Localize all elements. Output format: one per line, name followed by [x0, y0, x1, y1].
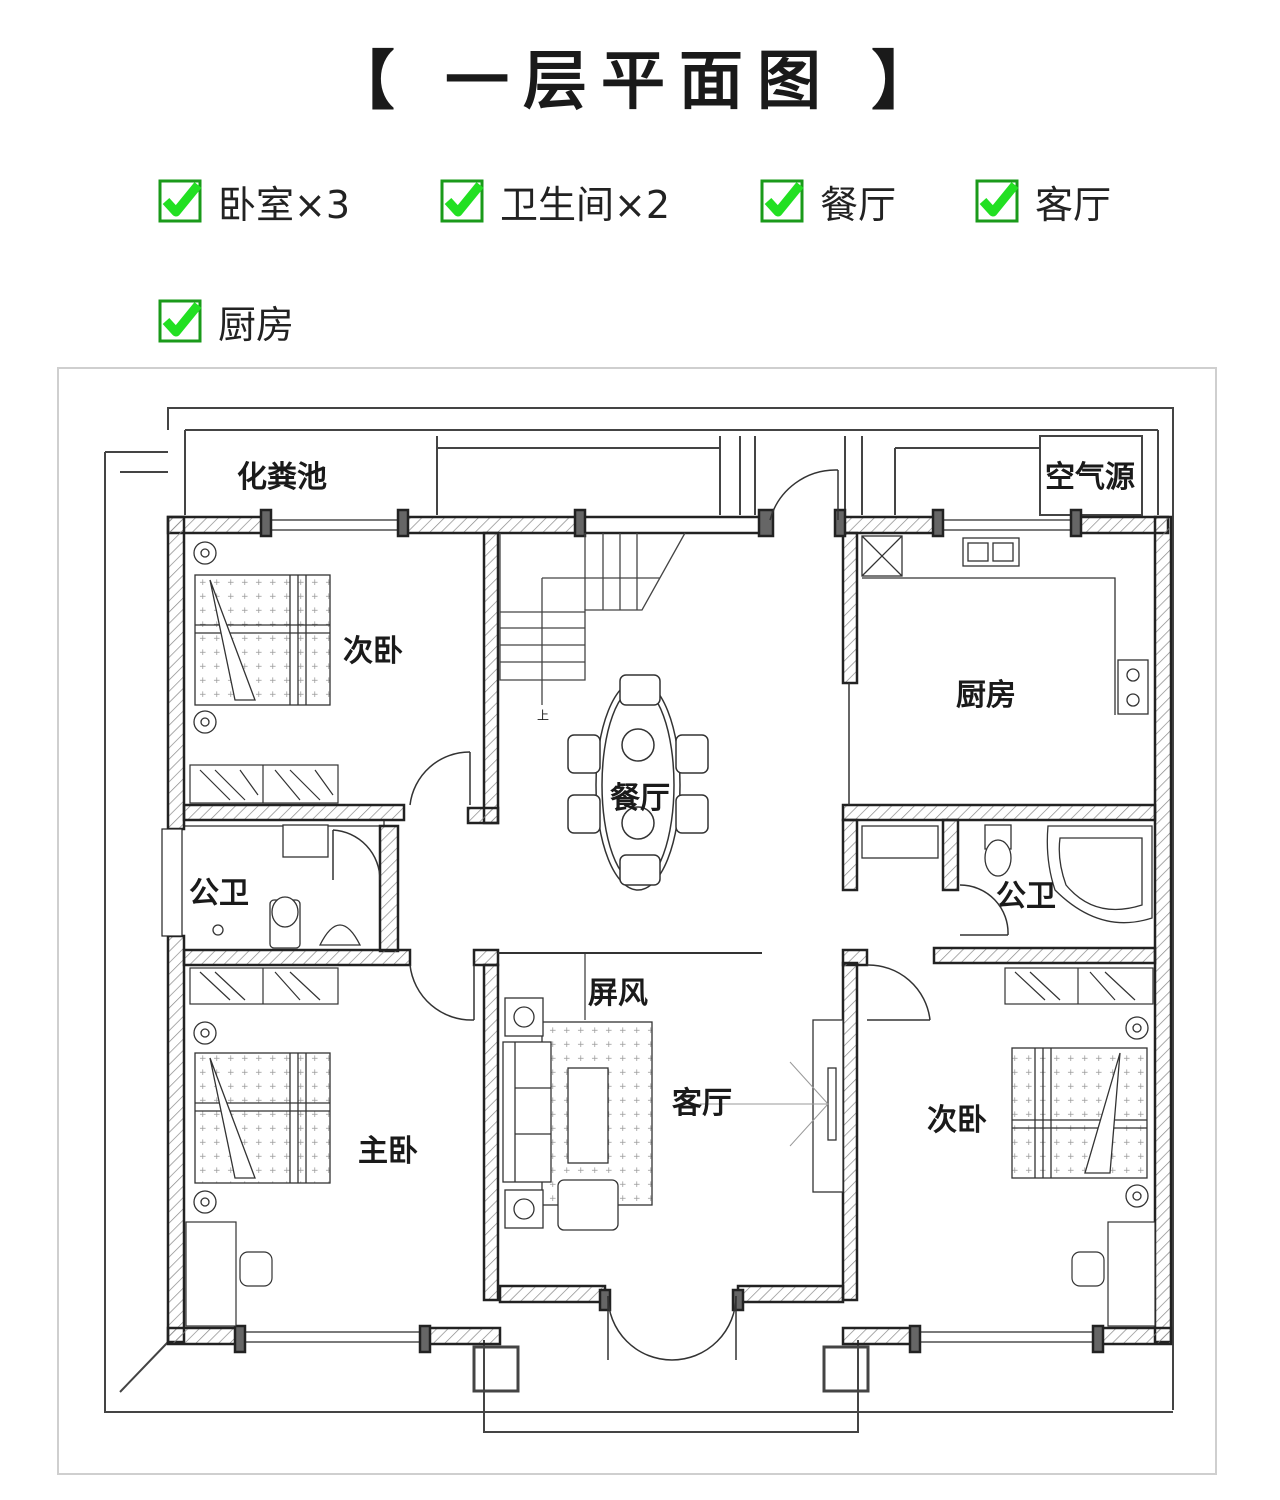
label-secondary-bedroom-se: 次卧 [927, 1103, 987, 1138]
label-secondary-bedroom-nw: 次卧 [343, 634, 403, 669]
checkbox-checked-icon [440, 179, 484, 223]
bed [193, 541, 331, 734]
checkbox-checked-icon [975, 179, 1019, 223]
site-outline [104, 407, 1174, 1433]
staircase [499, 532, 686, 705]
feature-label: 餐厅 [820, 182, 897, 227]
bed [193, 1021, 331, 1214]
screen-partition [498, 952, 762, 1020]
feature-bathrooms: 卫生间×2 [440, 176, 671, 227]
sofa-and-rug [502, 997, 653, 1231]
checkbox-checked-icon [158, 299, 202, 343]
label-kitchen: 厨房 [956, 678, 1016, 713]
bathtub-toilet-sink [861, 824, 1153, 924]
floor-plan-frame [57, 367, 1217, 1475]
page-title: 【 一层平面图 】 [330, 45, 950, 119]
checkbox-checked-icon [158, 179, 202, 223]
desk-and-chair [185, 1221, 273, 1327]
label-master-bedroom: 主卧 [358, 1134, 418, 1169]
label-air-source: 空气源 [1045, 460, 1135, 495]
label-dining-room: 餐厅 [610, 781, 670, 816]
checkbox-checked-icon [760, 179, 804, 223]
dining-table-set [567, 674, 709, 891]
label-stair-up: 上 [536, 708, 550, 723]
feature-label: 卫生间×2 [500, 182, 671, 227]
feature-dining: 餐厅 [760, 176, 897, 227]
walls [161, 508, 1173, 1354]
doors [332, 469, 1009, 1361]
label-septic-tank: 化粪池 [237, 460, 327, 495]
bed [1011, 1016, 1149, 1208]
feature-living: 客厅 [975, 176, 1112, 227]
label-public-bath-west: 公卫 [189, 876, 249, 911]
label-public-bath-east: 公卫 [996, 879, 1056, 914]
wardrobe [189, 764, 339, 804]
toilet-and-sink [212, 824, 362, 949]
feature-label: 客厅 [1035, 182, 1112, 227]
feature-kitchen: 厨房 [158, 296, 295, 347]
tv-cabinet [700, 1019, 844, 1193]
wardrobe [189, 967, 339, 1005]
desk-and-chair [1071, 1221, 1156, 1327]
kitchen-counter [861, 535, 1149, 715]
feature-label: 厨房 [218, 302, 295, 347]
label-living-room: 客厅 [672, 1086, 732, 1121]
feature-label: 卧室×3 [218, 182, 351, 227]
label-screen: 屏风 [588, 976, 648, 1011]
wardrobe [1004, 967, 1154, 1005]
feature-bedrooms: 卧室×3 [158, 176, 351, 227]
